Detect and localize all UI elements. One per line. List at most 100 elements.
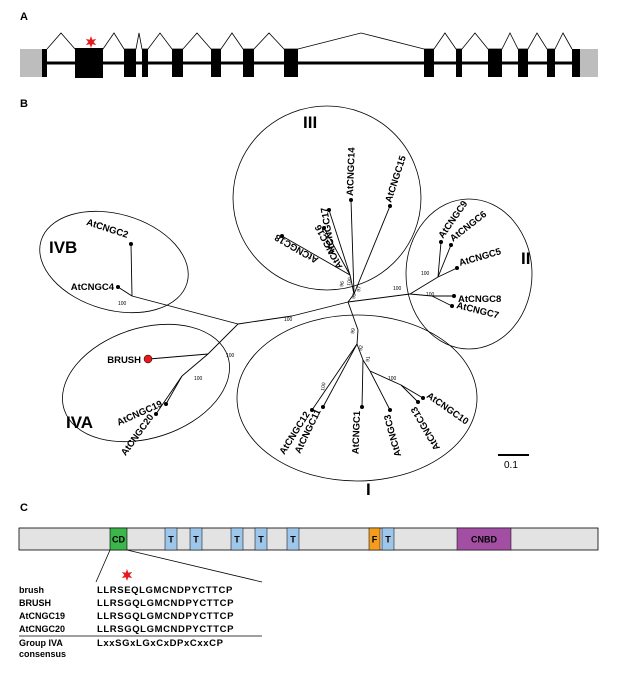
alignment-row-sequence: LLRSGQLGMCNDPYCTTCP [97,598,234,609]
zoom-line-right [126,549,263,583]
bootstrap-value: 100 [320,382,327,391]
tree-branches [117,199,458,415]
zoom-line-left [95,549,111,583]
bootstrap-value: 100 [426,292,435,298]
consensus-name-line1: Group IVA [19,638,63,648]
alignment-row-sequence: LLRSGQLGMCNDPYCTTCP [97,624,234,635]
bootstrap-value: 100 [346,277,353,286]
cd-domain-label: CD [112,535,125,545]
exon-10 [456,49,462,77]
alignment-row-name: AtCNGC19 [19,611,65,621]
panel-label-b: B [20,98,28,110]
bootstrap-value: 100 [388,376,397,382]
alignment-row-name: AtCNGC20 [19,624,65,634]
clade-i-ellipse [236,314,478,482]
clade-ivb-ellipse [39,210,189,314]
exon-13 [547,49,555,77]
leaf-label-atcngc14: AtCNGC14 [345,146,358,196]
exon-6 [211,49,221,77]
bootstrap-value: 100 [421,271,430,277]
exon-14 [572,49,580,77]
bootstrap-value: 100 [194,376,203,382]
alignment-row-sequence: LLRSEQLGMCNDPYCTTCP [97,585,233,596]
protein-bar [18,527,599,551]
alignment-row-name: brush [19,585,44,595]
leaf-label-brush: BRUSH [107,355,141,366]
leaf-label-atcngc4: AtCNGC4 [71,282,115,293]
exon-3 [124,49,136,77]
leaf-label-atcngc8: AtCNGC8 [458,294,501,305]
bootstrap-value: 99 [351,293,358,300]
clade-label-ii: II [521,249,530,268]
leaf-label-atcngc13: AtCNGC13 [409,405,443,453]
mutation-star-icon [85,36,97,48]
exon-9 [424,49,434,77]
tm-domain-6 [381,527,395,551]
alignment-row-name: BRUSH [19,598,51,608]
mutation-star-icon [121,569,133,581]
gene-model [20,32,598,78]
consensus-name-line2: consensus [19,649,66,659]
tm-domain-label: T [258,535,264,545]
exon-12 [518,49,528,77]
intron-splice-lines [46,32,573,50]
filter-domain [368,527,381,551]
clade-ellipses [39,105,533,482]
exon-11 [488,49,502,77]
tm-domain-1 [164,527,178,551]
clade-label-iva: IVA [66,413,93,432]
bootstrap-value: 91 [365,356,372,363]
leaf-label-atcngc5: AtCNGC5 [458,246,503,269]
utr-3prime [580,49,598,77]
brush-red-dot [143,354,153,364]
protein-domain-map: CD T T T T T F T CNBD [18,527,599,551]
tm-domain-label: T [290,535,296,545]
clade-iii-ellipse [232,105,422,291]
leaf-label-atcngc10: AtCNGC10 [424,390,470,427]
bootstrap-value: 100 [118,301,127,307]
leaf-label-atcngc2: AtCNGC2 [85,217,130,241]
exon-8 [284,49,298,77]
leaf-label-atcngc15: AtCNGC15 [383,154,409,204]
bootstrap-value: 92 [358,345,365,352]
panel-label-c: C [20,502,28,514]
tm-domain-label: T [168,535,174,545]
alignment-row-sequence: LLRSGQLGMCNDPYCTTCP [97,611,234,622]
consensus-sequence: LxxSGxLGxCxDPxCxxCP [97,638,224,649]
clade-label-i: I [366,480,371,499]
sequence-alignment: brush LLRSEQLGMCNDPYCTTCP BRUSH LLRSGQLG… [19,585,262,659]
clade-iva-ellipse [62,323,230,443]
bootstrap-value: 100 [226,353,235,359]
clade-label-iii: III [303,113,317,132]
tm-domain-label: T [385,535,391,545]
bootstrap-value: 99 [350,328,357,335]
tm-domain-2 [189,527,203,551]
exon-4 [142,49,148,77]
filter-domain-label: F [372,535,378,545]
exon-5 [172,49,183,77]
cnbd-domain-label: CNBD [471,535,497,545]
leaf-dots [116,198,459,416]
utr-5prime [20,49,42,77]
bootstrap-value: 100 [284,317,293,323]
tm-domain-label: T [193,535,199,545]
bootstrap-value: 96 [339,281,346,288]
cd-domain [109,527,128,551]
leaf-label-atcngc18: AtCNGC18 [273,231,321,265]
clade-label-ivb: IVB [49,238,77,257]
clade-ii-ellipse [405,198,533,350]
cnbd-domain [456,527,512,551]
exon-7 [243,49,254,77]
tm-domain-4 [254,527,268,551]
scale-bar-label: 0.1 [504,460,518,471]
panel-label-a: A [20,11,28,23]
exon-2 [75,48,103,78]
bootstrap-value: 97 [356,286,363,293]
leaf-label-atcngc3: AtCNGC3 [382,413,404,458]
exon-1 [42,49,47,77]
bootstrap-value: 100 [393,286,402,292]
leaf-label-atcngc1: AtCNGC1 [350,410,363,454]
tm-domain-3 [230,527,244,551]
tm-domain-label: T [234,535,240,545]
